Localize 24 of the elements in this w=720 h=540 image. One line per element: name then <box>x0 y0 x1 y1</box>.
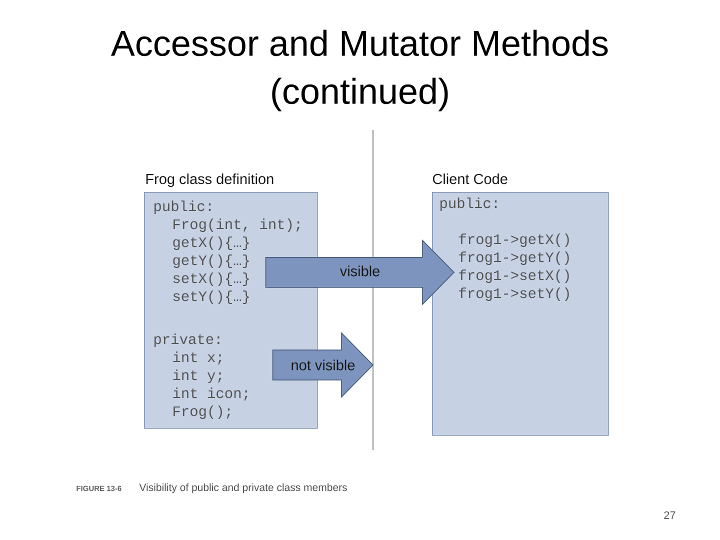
code-line: setX(){…} <box>173 272 249 286</box>
code-line: int icon; <box>173 387 248 401</box>
code-line: public: <box>440 197 497 211</box>
panel-heading: Frog class definition <box>146 173 274 187</box>
code-line: Frog(); <box>174 405 230 419</box>
edge-label: not visible <box>290 358 356 372</box>
panel-heading: Client Code <box>432 173 508 184</box>
code-line: setY(){…} <box>173 290 249 304</box>
code-line: getY(){…} <box>173 254 249 268</box>
slide-title: Accessor and Mutator Methods (continued) <box>110 30 608 112</box>
code-line: frog1->getY() <box>459 251 569 265</box>
block-arrow <box>265 239 455 306</box>
page-number: 27 <box>664 511 676 519</box>
code-line: getX(){…} <box>173 236 249 250</box>
code-line: frog1->setY() <box>459 287 569 301</box>
code-line: int x; <box>173 351 222 365</box>
code-line: public: <box>154 200 211 214</box>
code-line: int y; <box>173 369 222 383</box>
code-line: Frog(int, int); <box>174 218 300 232</box>
code-line: frog1->setX() <box>459 269 569 283</box>
code-line: frog1->getX() <box>459 233 569 247</box>
code-line: private: <box>154 333 220 347</box>
figure-caption: Visibility of public and private class members <box>139 483 347 494</box>
edge-label: visible <box>338 264 382 278</box>
